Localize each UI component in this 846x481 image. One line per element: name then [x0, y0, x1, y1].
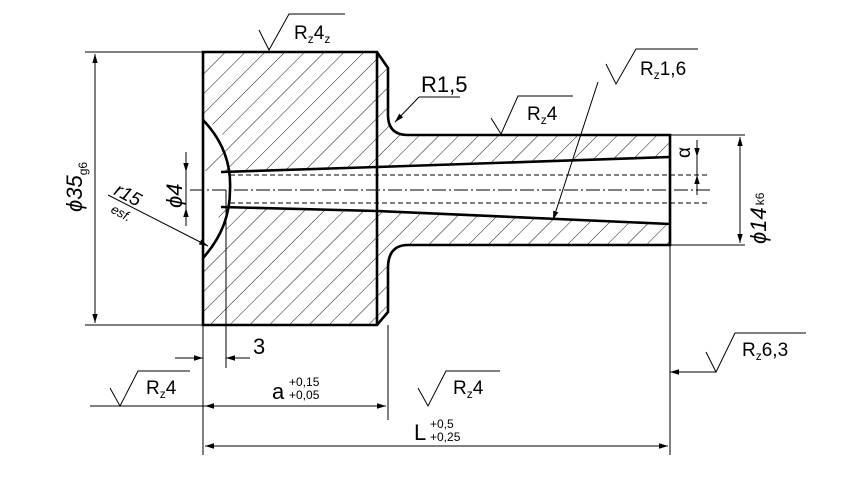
- phi4-label: ϕ4: [162, 184, 187, 208]
- roughness-left-label: Rz4: [146, 378, 177, 401]
- roughness-symbol-taper: [605, 48, 698, 86]
- roughness-texts: Rz4z Rz1,6 Rz4 Rz6,3 Rz4 Rz4: [146, 23, 788, 401]
- roughness-general-label: Rz6,3: [742, 340, 788, 363]
- r15-fillet-leader: [394, 96, 420, 123]
- length-a-upper-tol: +0,15: [289, 375, 320, 389]
- roughness-top-label: Rz4z: [294, 23, 330, 46]
- length-L-upper-tol: +0,5: [430, 417, 454, 431]
- roughness-symbol-top: [258, 13, 345, 52]
- roughness-symbol-general: [705, 332, 806, 374]
- fillet-radius-label: R1,5: [421, 72, 467, 97]
- length-L-label: L: [414, 420, 426, 445]
- roughness-shaft-label: Rz4: [527, 104, 558, 127]
- taper-line-bottom: [376, 209, 671, 226]
- lower-section-hatch: [203, 206, 670, 325]
- r15-leader: [107, 194, 209, 247]
- length-L-lower-tol: +0,25: [430, 430, 461, 444]
- phi14-label: ϕ14k6: [746, 192, 771, 244]
- roughness-symbols: [109, 13, 806, 408]
- alpha-label: α: [674, 147, 695, 158]
- dimension-lines: [85, 51, 745, 455]
- roughness-symbol-shoulder: [417, 370, 500, 408]
- roughness-shoulder-label: Rz4: [453, 378, 484, 401]
- length-a-lower-tol: +0,05: [289, 388, 320, 402]
- bore-line-bottom: [220, 205, 378, 213]
- taper-roughness-leader: [552, 81, 599, 221]
- dimension-texts: ϕ35g6 ϕ4 ϕ14k6 α r15 esf. R1,5 3 a +0,15…: [62, 72, 771, 445]
- bore-line-top: [220, 165, 378, 174]
- part-section: [190, 50, 710, 327]
- taper-line-top: [376, 155, 671, 169]
- roughness-symbol-shaft: [490, 95, 573, 136]
- upper-section-hatch: [203, 52, 670, 171]
- length-a-label: a: [272, 379, 285, 404]
- roughness-symbol-left: [109, 370, 190, 408]
- phi35-label: ϕ35g6: [62, 162, 90, 212]
- recess-depth-label: 3: [253, 334, 265, 359]
- roughness-taper-label: Rz1,6: [640, 59, 686, 82]
